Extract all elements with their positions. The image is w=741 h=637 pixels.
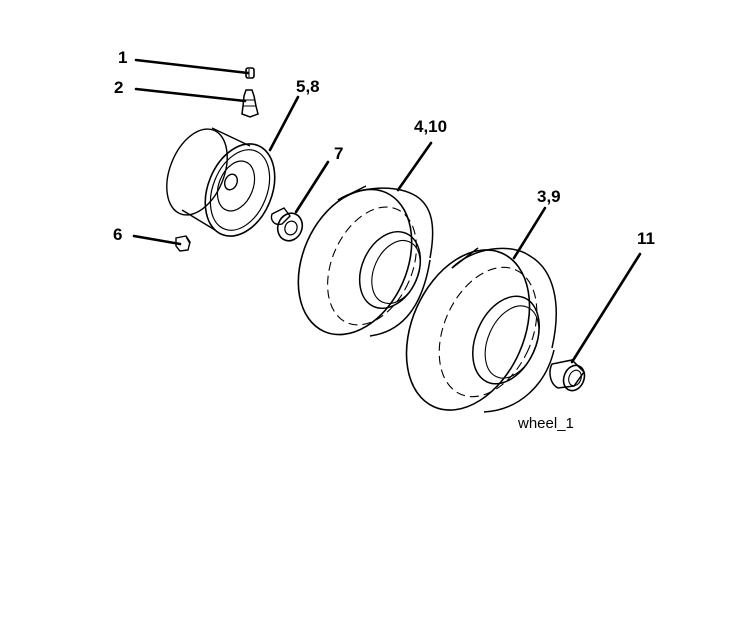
- callout-part-7: 7: [334, 144, 343, 163]
- valve-cap-part: [134, 58, 255, 79]
- flange-bushing-part: [270, 160, 330, 242]
- callout-part-11: 11: [637, 229, 655, 248]
- callout-part-5-8: 5,8: [296, 77, 320, 96]
- cap-part-11: [549, 252, 642, 392]
- callout-part-2: 2: [114, 78, 123, 97]
- callout-part-6: 6: [113, 225, 122, 244]
- grease-fitting-part: [132, 234, 191, 252]
- callout-part-3-9: 3,9: [537, 187, 561, 206]
- wheel-rim-part: [166, 95, 300, 237]
- callout-part-1: 1: [118, 48, 127, 67]
- front-tire-part: [297, 141, 434, 337]
- diagram-caption: wheel_1: [517, 415, 574, 432]
- rear-tire-part: [405, 206, 557, 413]
- callout-part-4-10: 4,10: [414, 117, 447, 136]
- valve-stem-part: [134, 87, 259, 118]
